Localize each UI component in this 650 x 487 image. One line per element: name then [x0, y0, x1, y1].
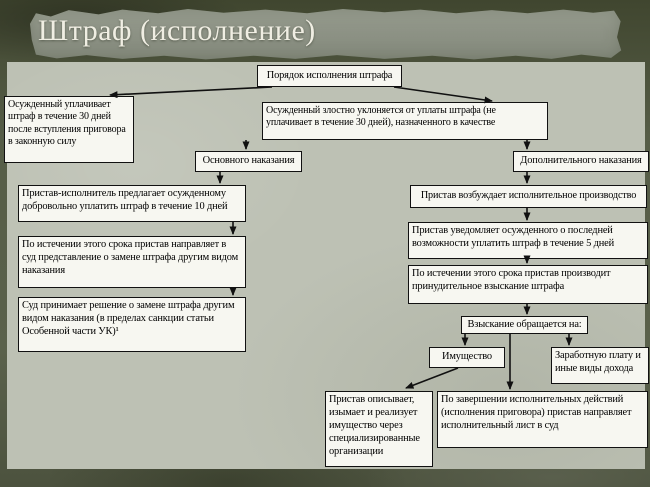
node-left2: По истечении этого срока пристав направл… — [18, 236, 246, 288]
node-right3: По истечении этого срока пристав произво… — [408, 265, 648, 304]
node-pays: Осужденный уплачивает штраф в течение 30… — [4, 96, 134, 163]
node-writ: По завершении исполнительных действий (и… — [437, 391, 648, 448]
slide-title: Штраф (исполнение) — [38, 14, 316, 47]
node-salary: Заработную плату и иные виды дохода — [551, 347, 649, 384]
node-right1: Пристав возбуждает исполнительное произв… — [410, 185, 647, 208]
node-right2: Пристав уведомляет осужденного о последн… — [408, 222, 648, 259]
node-left3: Суд принимает решение о замене штрафа др… — [18, 297, 246, 352]
node-additional-punishment: Дополнительного наказания — [513, 151, 649, 172]
node-main-punishment: Основного наказания — [195, 151, 302, 172]
node-evades: Осужденный злостно уклоняется от уплаты … — [262, 102, 548, 140]
node-property: Имущество — [429, 347, 505, 368]
node-order: Порядок исполнения штрафа — [257, 65, 402, 87]
title-banner — [29, 9, 622, 60]
node-left1: Пристав-исполнитель предлагает осужденно… — [18, 185, 246, 222]
node-seize: Пристав описывает, изымает и реализует и… — [325, 391, 433, 467]
node-collection: Взыскание обращается на: — [461, 316, 588, 334]
